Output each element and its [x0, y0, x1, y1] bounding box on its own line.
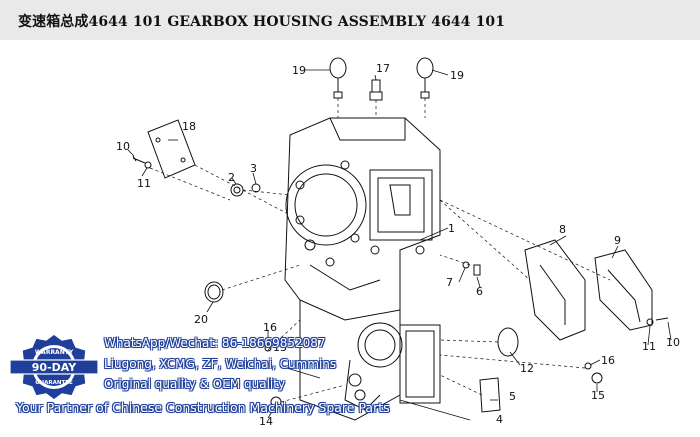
leader-lines: [127, 69, 672, 421]
callout-12: 12: [520, 362, 534, 375]
watermark-slogan: Your Partner of Chinese Construction Mac…: [16, 400, 390, 415]
callout-1: 1: [448, 222, 455, 235]
callout-11-left: 11: [137, 177, 151, 190]
plug-right-part: [584, 362, 603, 384]
callout-15: 15: [591, 389, 605, 402]
callout-7: 7: [446, 276, 453, 289]
callout-10-right: 10: [666, 336, 680, 349]
callout-9: 9: [614, 234, 621, 247]
callout-14: 14: [259, 415, 273, 428]
callout-4: 4: [496, 413, 503, 426]
watermark-brands: Liugong, XCMG, ZF, Weichai, Cummins: [104, 357, 337, 371]
lifting-eye-part: [329, 57, 434, 99]
callout-17: 17: [376, 62, 390, 75]
assembly-guide-lines: [149, 98, 611, 403]
page-title: 变速箱总成4644 101 GEARBOX HOUSING ASSEMBLY 4…: [18, 14, 506, 30]
cover-9-part: [594, 249, 653, 331]
seal-ring-part: [204, 281, 224, 303]
badge-bottom-text: GUARANTEE: [35, 380, 73, 386]
callout-6: 6: [476, 285, 483, 298]
callout-16-left: 16: [263, 321, 277, 334]
callout-10-left: 10: [116, 140, 130, 153]
callout-5: 5: [509, 390, 516, 403]
gearbox-housing-part: [284, 117, 441, 421]
cap-part: [497, 327, 519, 357]
callout-19-right: 19: [450, 69, 464, 82]
nameplate-part: [479, 377, 501, 413]
badge-main-text: 90-DAY: [32, 361, 77, 374]
warranty-badge-logo: WARRANTY 90-DAY GUARANTEE: [9, 333, 99, 401]
callout-3: 3: [250, 162, 257, 175]
screw-part: [462, 261, 481, 276]
breather-part: [369, 79, 383, 101]
watermark-quality: Original quality & OEM quality: [104, 377, 286, 391]
callout-20: 20: [194, 313, 208, 326]
callout-16-right: 16: [601, 354, 615, 367]
bolt-washer-right-part: [646, 317, 669, 326]
callout-13: 13: [273, 341, 287, 354]
bolt-washer-left-part: [132, 155, 152, 169]
callout-8: 8: [559, 223, 566, 236]
callout-2: 2: [228, 171, 235, 184]
cover-8-part: [524, 239, 586, 341]
badge-top-text: WARRANTY: [35, 349, 74, 356]
callout-11-right: 11: [642, 340, 656, 353]
title-bar: 变速箱总成4644 101 GEARBOX HOUSING ASSEMBLY 4…: [0, 0, 700, 40]
plug-bottom-part: [264, 344, 282, 408]
callout-19-left: 19: [292, 64, 306, 77]
watermark-contact: WhatsApp/Wechat: 86-18669852087: [104, 336, 326, 350]
exploded-parts-diagram: 1 2 3 4 5 6 7 8 9 10 10 11 11 12 13 14 1…: [116, 57, 680, 428]
callout-18: 18: [182, 120, 196, 133]
